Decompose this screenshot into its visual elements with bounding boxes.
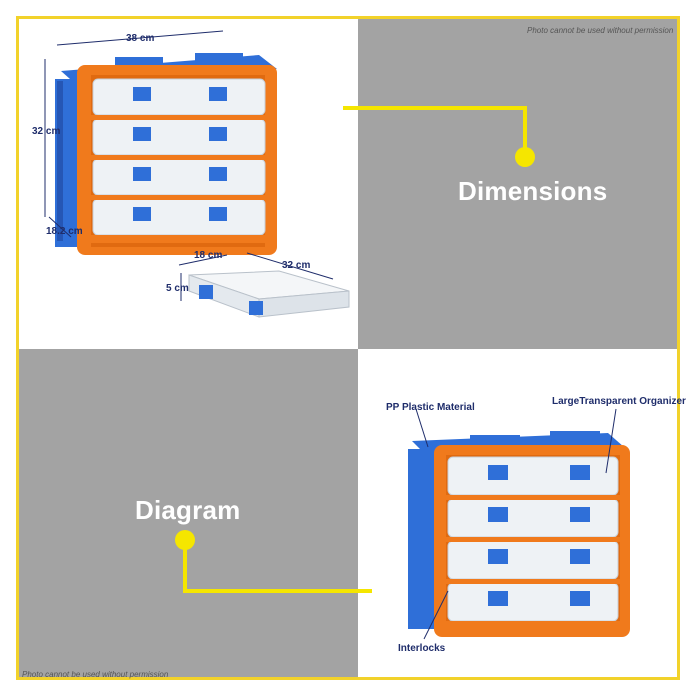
box-length-dimension: 32 cm xyxy=(282,260,311,271)
box-height-dimension: 5 cm xyxy=(166,283,189,294)
diagram-title-panel xyxy=(19,349,358,677)
width-dimension: 38 cm xyxy=(126,33,155,44)
watermark-top: Photo cannot be used without permission xyxy=(527,26,674,35)
material-callout: PP Plastic Material xyxy=(386,402,475,413)
dimensions-heading: Dimensions xyxy=(458,176,608,206)
organizer-callout: LargeTransparent Organizer xyxy=(552,396,686,407)
interlocks-callout: Interlocks xyxy=(398,643,446,654)
depth-dimension: 18.2 cm xyxy=(46,226,83,237)
box-width-dimension: 18 cm xyxy=(194,250,223,261)
organizer-diagram-image xyxy=(408,408,630,640)
watermark-bottom: Photo cannot be used without permission xyxy=(22,670,169,679)
organizer-rack-image xyxy=(44,30,350,318)
diagram-heading: Diagram xyxy=(135,495,241,525)
height-dimension: 32 cm xyxy=(32,126,61,137)
dimensions-title-panel xyxy=(358,19,677,349)
yellow-frame xyxy=(16,16,680,680)
